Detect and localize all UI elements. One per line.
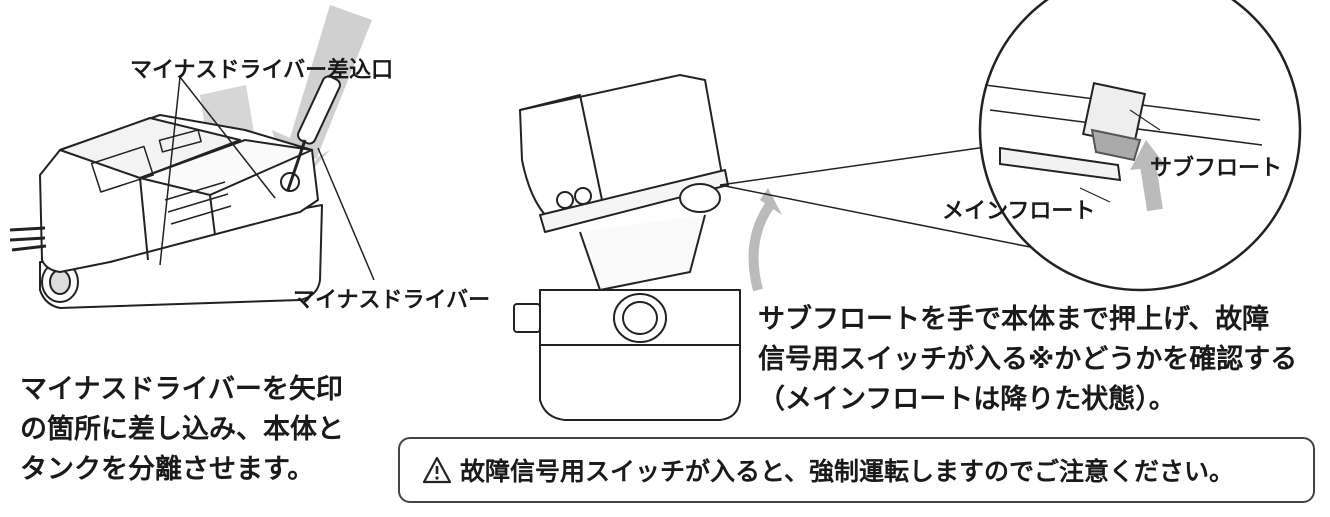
left-instruction-line: の箇所に差し込み、本体と: [20, 414, 344, 445]
screwdriver-label: マイナスドライバー: [293, 288, 491, 313]
right-instructions: サブフロートを手で本体まで押上げ、故障 信号用スイッチが入る※かどうかを確認する…: [758, 300, 1297, 420]
pump-unit-left: [9, 5, 372, 309]
right-instruction-line: サブフロートを手で本体まで押上げ、故障: [758, 304, 1270, 335]
warning-text: 故障信号用スイッチが入ると、強制運転しますのでご注意ください。: [460, 457, 1235, 486]
screwdriver-slot-label: マイナスドライバー差込口: [130, 58, 394, 83]
main-float-label: メインフロート: [942, 199, 1096, 224]
warning-triangle-icon: [422, 456, 452, 484]
slot-leader-lines: [159, 76, 375, 281]
sub-float-label: サブフロート: [1150, 156, 1283, 181]
lift-arrow: [748, 202, 775, 292]
warning-box: 故障信号用スイッチが入ると、強制運転しますのでご注意ください。: [398, 437, 1315, 503]
main-float: [679, 183, 721, 213]
pump-unit-center: [513, 74, 782, 421]
left-instruction-line: マイナスドライバーを矢印: [20, 374, 343, 405]
right-instruction-line: （メインフロートは降りた状態）。: [758, 384, 1176, 415]
right-instruction-line: 信号用スイッチが入る※かどうかを確認する: [758, 344, 1298, 375]
left-instruction-line: タンクを分離させます。: [20, 454, 315, 485]
left-instructions: マイナスドライバーを矢印 の箇所に差し込み、本体と タンクを分離させます。: [20, 370, 344, 490]
push-up-arrow: [1140, 163, 1163, 212]
warning-row: 故障信号用スイッチが入ると、強制運転しますのでご注意ください。: [422, 439, 1234, 501]
zoom-detail: [719, 0, 1302, 292]
